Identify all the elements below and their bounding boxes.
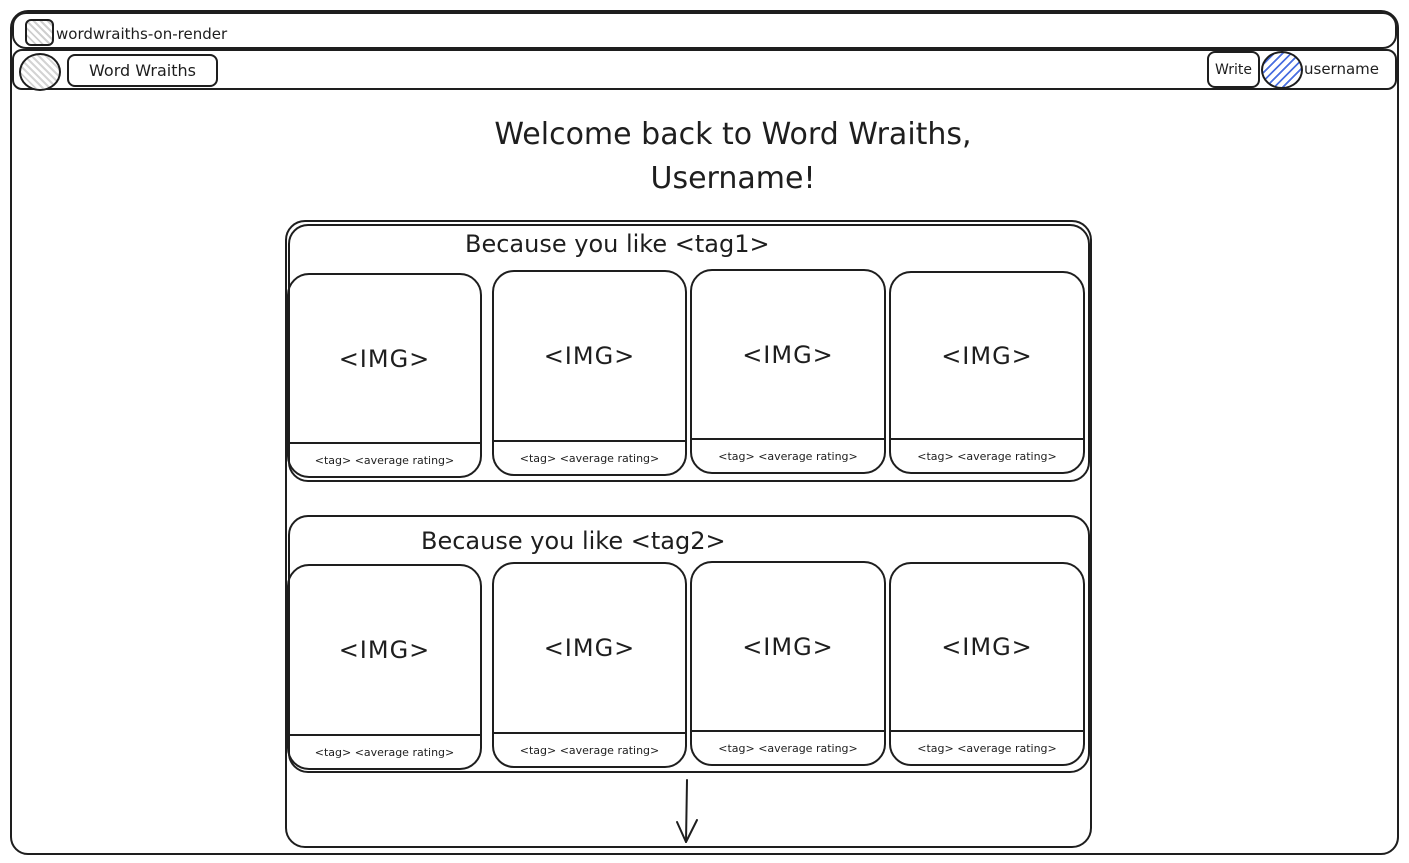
- card-footer: <tag> <average rating>: [494, 732, 685, 766]
- tab-title[interactable]: wordwraiths-on-render: [56, 25, 228, 43]
- card-image-placeholder: <IMG>: [543, 342, 636, 370]
- card-footer: <tag> <average rating>: [289, 734, 480, 768]
- browser-tab-bar: [12, 12, 1397, 49]
- write-button[interactable]: Write: [1207, 51, 1260, 88]
- user-avatar-icon[interactable]: [1261, 51, 1303, 89]
- tab-favicon-icon: [25, 19, 54, 46]
- card-image-placeholder: <IMG>: [742, 632, 834, 661]
- username-link[interactable]: username: [1304, 60, 1379, 78]
- arrow-down-icon[interactable]: [674, 778, 700, 846]
- section-title: Because you like <tag1>: [465, 230, 770, 258]
- card-footer: <tag> <average rating>: [891, 730, 1083, 764]
- card-footer: <tag> <average rating>: [289, 442, 480, 476]
- recommendations-panel: [285, 220, 1092, 848]
- card-image-placeholder: <IMG>: [338, 636, 431, 664]
- book-card[interactable]: <IMG> <tag> <average rating>: [492, 270, 687, 476]
- card-image-placeholder: <IMG>: [742, 340, 834, 369]
- book-card[interactable]: <IMG> <tag> <average rating>: [492, 562, 687, 768]
- book-card[interactable]: <IMG> <tag> <average rating>: [690, 561, 886, 766]
- section-title: Because you like <tag2>: [421, 527, 726, 555]
- top-navbar: [12, 49, 1397, 90]
- book-card[interactable]: <IMG> <tag> <average rating>: [889, 271, 1085, 474]
- welcome-line-1: Welcome back to Word Wraiths,: [494, 117, 972, 152]
- book-card[interactable]: <IMG> <tag> <average rating>: [690, 269, 886, 474]
- app-window: [10, 10, 1399, 855]
- card-footer: <tag> <average rating>: [494, 440, 685, 474]
- book-card[interactable]: <IMG> <tag> <average rating>: [287, 273, 482, 478]
- recommendation-section-2: [288, 515, 1090, 773]
- card-footer: <tag> <average rating>: [692, 438, 884, 472]
- card-footer: <tag> <average rating>: [692, 730, 884, 764]
- card-image-placeholder: <IMG>: [941, 341, 1033, 370]
- book-card[interactable]: <IMG> <tag> <average rating>: [287, 564, 482, 770]
- card-image-placeholder: <IMG>: [338, 344, 431, 373]
- card-footer: <tag> <average rating>: [891, 438, 1083, 472]
- welcome-line-2: Username!: [650, 161, 816, 196]
- card-image-placeholder: <IMG>: [941, 633, 1033, 661]
- welcome-heading: Welcome back to Word Wraiths, Username!: [400, 113, 1066, 201]
- book-card[interactable]: <IMG> <tag> <average rating>: [889, 562, 1085, 766]
- brand-home-link[interactable]: Word Wraiths: [67, 54, 218, 87]
- recommendation-section-1: [288, 224, 1090, 482]
- logo-icon[interactable]: [19, 53, 61, 91]
- card-image-placeholder: <IMG>: [543, 634, 636, 662]
